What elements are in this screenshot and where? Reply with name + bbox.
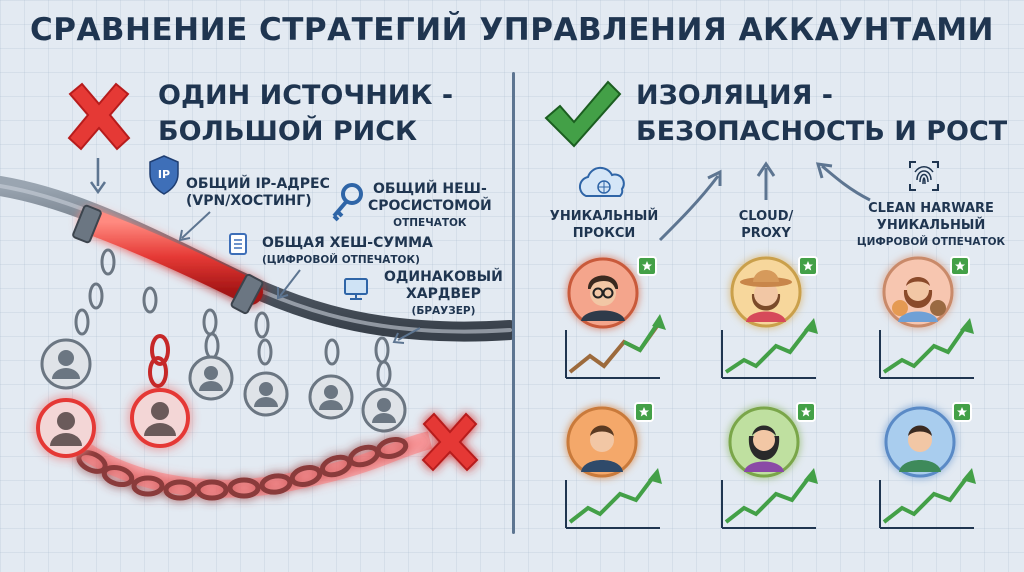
label-unique-proxy-line1: УНИКАЛЬНЫЙ	[549, 209, 659, 224]
label-same-hardware-line2: ХАРДВЕР	[406, 286, 481, 302]
label-shared-checksum-line1: ОБЩАЯ ХЕШ-СУММА	[262, 235, 433, 251]
cable	[0, 176, 512, 342]
account-card	[879, 256, 974, 379]
label-shared-checksum-line2: (ЦИФРОВОЙ ОТПЕЧАТОК)	[262, 254, 420, 266]
shield-icon: IP	[149, 155, 179, 195]
label-shared-hash-line1: ОБЩИЙ НЕШ-	[372, 181, 487, 197]
risk-illustration: IP	[0, 155, 512, 501]
pointer-arrows	[178, 211, 421, 344]
cross-icon	[421, 412, 479, 472]
star-badge-icon	[634, 402, 654, 422]
ip-badge-text: IP	[158, 168, 170, 181]
growth-arrow-icon	[879, 468, 976, 529]
hanging-accounts	[74, 248, 392, 388]
account-card	[565, 402, 662, 529]
label-shared-ip-line1: ОБЩИЙ IP-АДРЕС	[186, 176, 330, 192]
growth-arrow-icon	[721, 468, 818, 529]
right-heading-line2: БЕЗОПАСНОСТЬ И РОСТ	[636, 116, 1008, 147]
key-icon	[332, 183, 363, 222]
center-divider	[512, 72, 515, 534]
monitor-icon	[344, 278, 368, 300]
star-badge-icon	[796, 402, 816, 422]
left-heading-line1: ОДИН ИСТОЧНИК -	[158, 80, 454, 111]
right-heading: ИЗОЛЯЦИЯ - БЕЗОПАСНОСТЬ И РОСТ	[636, 78, 1007, 150]
chain-icon	[64, 431, 433, 501]
growth-arrow-icon	[879, 318, 974, 379]
down-arrow-icon	[89, 158, 107, 195]
isolation-illustration	[565, 161, 976, 529]
check-icon	[544, 80, 622, 148]
label-shared-ip: ОБЩИЙ IP-АДРЕС (VPN/ХОСТИНГ)	[186, 176, 330, 210]
label-clean-hardware-line3: ЦИФРОВОЙ ОТПЕЧАТОК	[856, 236, 1006, 248]
label-cloud-proxy-line2: PROXY	[741, 226, 791, 241]
label-unique-proxy-line2: ПРОКСИ	[572, 226, 636, 241]
left-heading-line2: БОЛЬШОЙ РИСК	[158, 116, 418, 147]
label-shared-checksum: ОБЩАЯ ХЕШ-СУММА (ЦИФРОВОЙ ОТПЕЧАТОК)	[262, 235, 433, 269]
cross-icon	[67, 82, 131, 151]
star-badge-icon	[952, 402, 972, 422]
account-card	[879, 402, 976, 529]
right-heading-line1: ИЗОЛЯЦИЯ -	[636, 80, 833, 111]
label-same-hardware: ОДИНАКОВЫЙ ХАРДВЕР (БРАУЗЕР)	[384, 269, 503, 320]
growth-arrow-icon	[565, 468, 662, 529]
label-clean-hardware-line2: УНИКАЛЬНЫЙ	[876, 218, 986, 233]
account-card	[721, 256, 818, 379]
star-badge-icon	[637, 256, 657, 276]
growth-arrow-icon	[721, 318, 818, 379]
label-clean-hardware-line1: CLEAN HARWARE	[868, 201, 994, 216]
fingerprint-icon	[909, 161, 939, 191]
label-shared-hash-line2: СРОСИСТОМОЙ	[368, 198, 492, 214]
account-card	[565, 256, 666, 379]
page-title: СРАВНЕНИЕ СТРАТЕГИЙ УПРАВЛЕНИЯ АККАУНТАМ…	[29, 12, 995, 48]
label-shared-ip-line2: (VPN/ХОСТИНГ)	[186, 193, 312, 209]
cloud-icon	[578, 166, 625, 197]
label-same-hardware-line1: ОДИНАКОВЫЙ	[384, 269, 503, 285]
label-cloud-proxy-line1: CLOUD/	[738, 209, 794, 224]
account-card	[721, 402, 818, 529]
label-shared-hash: ОБЩИЙ НЕШ- СРОСИСТОМОЙ ОТПЕЧАТОК	[368, 181, 492, 232]
document-icon	[229, 233, 247, 255]
label-unique-proxy: УНИКАЛЬНЫЙ ПРОКСИ	[548, 208, 660, 242]
label-shared-hash-line3: ОТПЕЧАТОК	[393, 217, 467, 229]
chain-icon	[148, 334, 170, 388]
up-arrows	[658, 161, 871, 242]
left-heading: ОДИН ИСТОЧНИК - БОЛЬШОЙ РИСК	[158, 78, 453, 150]
growth-arrow-icon	[565, 314, 666, 379]
label-cloud-proxy: CLOUD/ PROXY	[724, 208, 808, 242]
star-badge-icon	[950, 256, 970, 276]
label-clean-hardware: CLEAN HARWARE УНИКАЛЬНЫЙ ЦИФРОВОЙ ОТПЕЧА…	[846, 200, 1016, 251]
avatar-icon	[36, 388, 190, 458]
star-badge-icon	[798, 256, 818, 276]
label-same-hardware-line3: (БРАУЗЕР)	[411, 305, 476, 317]
avatar-icon	[40, 338, 407, 433]
